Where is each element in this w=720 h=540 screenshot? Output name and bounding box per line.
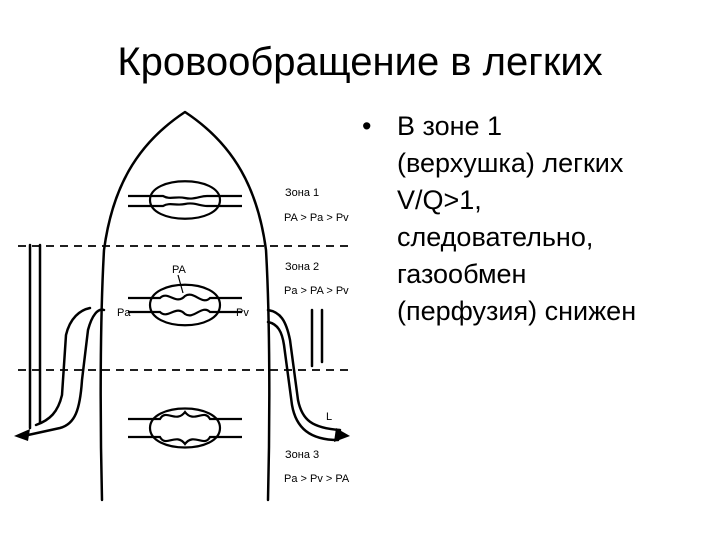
bullet-line: (перфузия) снижен <box>397 296 637 326</box>
lung-outline <box>99 110 271 502</box>
bullet-line: В зоне 1 <box>397 111 503 141</box>
alveolus-zone2 <box>128 283 242 327</box>
bullet-item: • В зоне 1 (верхушка) легких V/Q>1, след… <box>362 108 712 330</box>
zone2-label: Зона 2 <box>285 261 319 273</box>
zone2-formula: Pa > PA > Pv <box>284 285 349 297</box>
zone1-label: Зона 1 <box>285 187 319 199</box>
bullet-line: V/Q>1, <box>397 185 482 215</box>
venous-pressure-label: Pv <box>236 307 249 319</box>
arterial-pressure-label: Pa <box>117 307 131 319</box>
alveolus-zone3 <box>128 407 242 449</box>
bullet-marker: • <box>362 111 372 141</box>
flow-label: L <box>326 411 332 423</box>
arterial-tube <box>26 306 106 437</box>
arterial-manometer <box>28 243 42 430</box>
bullet-list: • В зоне 1 (верхушка) легких V/Q>1, след… <box>362 108 712 330</box>
alveolus-zone1 <box>128 180 242 220</box>
bullet-text: В зоне 1 (верхушка) легких V/Q>1, следов… <box>397 108 712 330</box>
bullet-line: следовательно, <box>397 222 594 252</box>
zone3-formula: Pa > Pv > PA <box>284 473 350 485</box>
outflow-arrow-icon <box>334 428 350 442</box>
zone3-label: Зона 3 <box>285 449 319 461</box>
bullet-line: газообмен <box>397 259 527 289</box>
zone1-formula: PA > Pa > Pv <box>284 212 349 224</box>
venous-manometer <box>310 308 324 368</box>
inflow-arrow-icon <box>14 429 30 441</box>
bullet-line: (верхушка) легких <box>397 148 624 178</box>
alveolar-pressure-label: PA <box>172 264 187 276</box>
slide-title: Кровообращение в легких <box>117 40 603 84</box>
venous-tube <box>266 308 342 442</box>
